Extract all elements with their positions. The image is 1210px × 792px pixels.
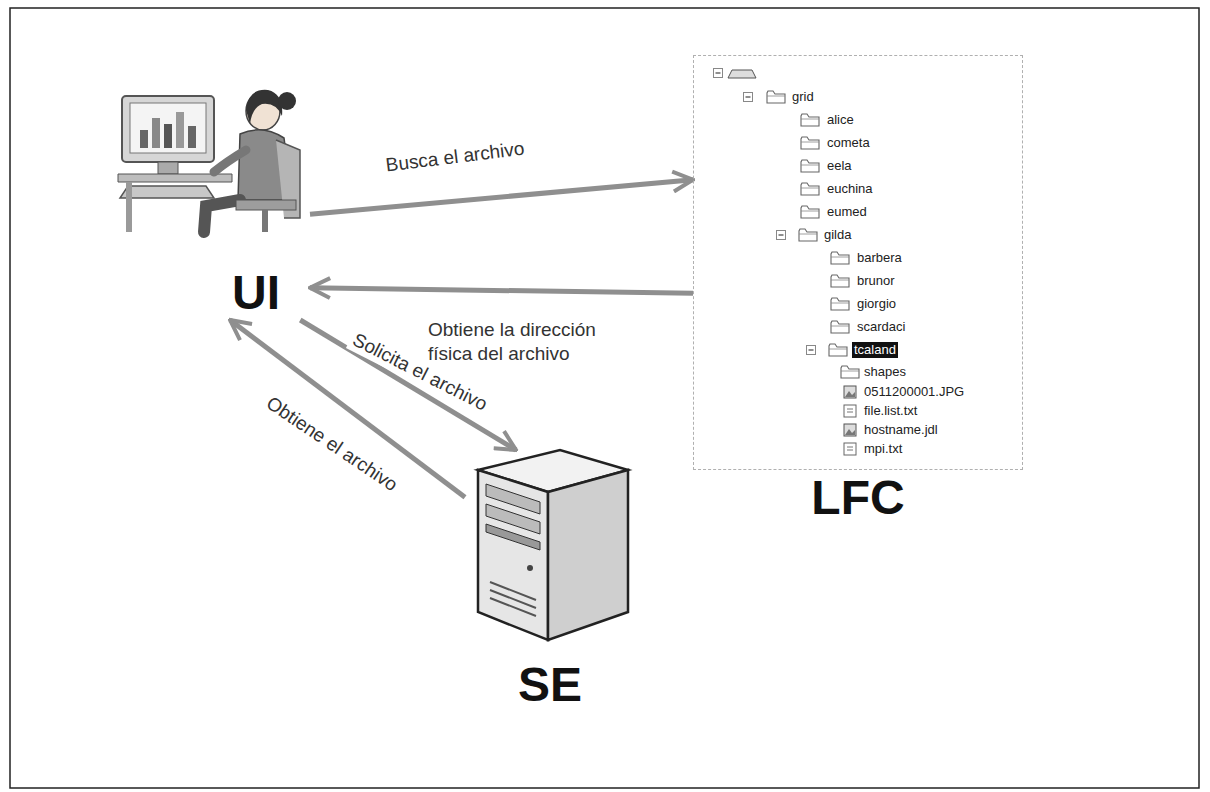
tree-item: euchina xyxy=(825,181,875,197)
tree-item: eela xyxy=(825,158,854,174)
catalog-node: LFC xyxy=(693,52,1023,525)
tree-item: gilda xyxy=(822,227,853,243)
server-illustration xyxy=(478,450,628,640)
edge-label: Obtiene la dirección física del archivo xyxy=(425,318,643,366)
tree-item: tcaland xyxy=(852,342,898,358)
storage-node: SE xyxy=(465,450,635,712)
node-label: UI xyxy=(232,267,280,320)
tree-item: mpi.txt xyxy=(862,441,904,457)
tree-item: 0511200001.JPG xyxy=(862,384,966,400)
tree-item: shapes xyxy=(862,364,908,380)
tree-item: giorgio xyxy=(855,296,898,312)
user-illustration xyxy=(118,90,300,232)
node-label: SE xyxy=(518,659,582,712)
tree-item: grid xyxy=(790,89,816,105)
tree-icons xyxy=(714,69,860,456)
arrow-connector xyxy=(310,288,693,293)
tree-item: file.list.txt xyxy=(862,403,919,419)
tree-item: hostname.jdl xyxy=(862,422,940,438)
user-node: UI xyxy=(115,90,310,320)
frame xyxy=(10,8,1199,788)
edge-label: Busca el archivo xyxy=(381,136,528,177)
arrow-connector xyxy=(310,180,693,214)
node-label: LFC xyxy=(811,472,904,525)
tree-item: eumed xyxy=(825,204,869,220)
tree-item: cometa xyxy=(825,135,872,151)
tree-item: barbera xyxy=(855,250,904,266)
edge-label: Obtiene el archivo xyxy=(259,390,404,499)
tree-item: alice xyxy=(825,112,856,128)
tree-item: scardaci xyxy=(855,319,907,335)
tree-item: brunor xyxy=(855,273,897,289)
